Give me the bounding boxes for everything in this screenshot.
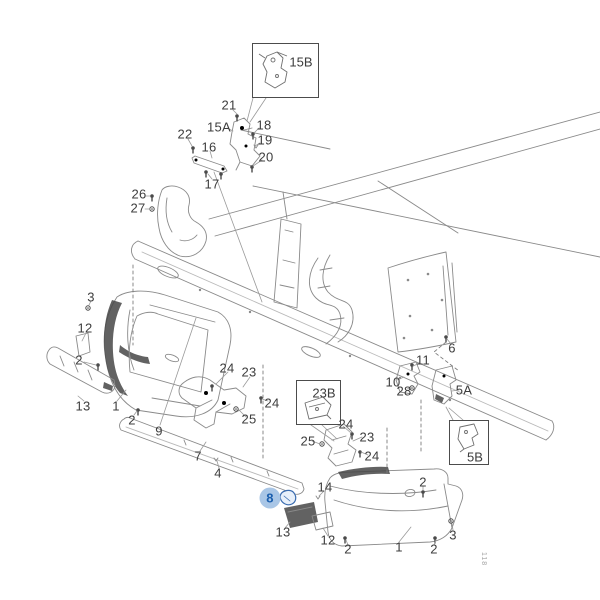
callout-12-left[interactable]: 12	[77, 320, 93, 336]
tow-bracket-center[interactable]	[178, 376, 247, 429]
callout-26[interactable]: 26	[131, 186, 147, 202]
callout-11[interactable]: 11	[415, 352, 431, 368]
bracket-10-11[interactable]	[395, 361, 421, 395]
detail-part-sketch-15B	[258, 51, 288, 89]
callout-12-right[interactable]: 12	[320, 532, 336, 548]
callout-24-d[interactable]: 24	[364, 448, 380, 464]
bracket-15A[interactable]	[229, 117, 261, 171]
right-lamp-trim[interactable]	[284, 502, 334, 531]
callout-23-b[interactable]: 23	[359, 429, 375, 445]
leader-lines	[77, 97, 464, 546]
left-corner-cover[interactable]	[103, 290, 232, 418]
callout-19[interactable]: 19	[257, 132, 273, 148]
bracket-5A[interactable]	[431, 365, 457, 405]
callout-7[interactable]: 7	[194, 448, 202, 464]
callout-13-left[interactable]: 13	[75, 398, 91, 414]
callout-25-b[interactable]: 25	[300, 433, 316, 449]
callout-25-a[interactable]: 25	[241, 411, 257, 427]
callout-2-right[interactable]: 2	[419, 474, 427, 490]
right-corner-cover[interactable]	[324, 466, 464, 547]
callout-9[interactable]: 9	[155, 423, 163, 439]
callout-1-right[interactable]: 1	[395, 539, 403, 555]
detail-box-label: 15B	[289, 54, 313, 70]
callout-4[interactable]: 4	[214, 465, 222, 481]
callout-22[interactable]: 22	[177, 126, 193, 142]
callout-5A[interactable]: 5A	[455, 382, 473, 398]
rear-body-panels	[157, 185, 457, 353]
callout-2-bottom-right[interactable]: 2	[430, 541, 438, 557]
callout-10[interactable]: 10	[385, 374, 401, 390]
backing-panel[interactable]	[128, 311, 209, 393]
callout-3-left[interactable]: 3	[87, 289, 95, 305]
detail-box-23B[interactable]: 23B	[296, 380, 341, 425]
callout-16[interactable]: 16	[201, 139, 217, 155]
callout-8[interactable]: 8	[259, 487, 281, 509]
callout-24-a[interactable]: 24	[219, 360, 235, 376]
support-bar-16[interactable]	[191, 155, 228, 174]
detail-box-label: 5B	[467, 449, 483, 465]
callout-21[interactable]: 21	[221, 97, 237, 113]
detail-part-sketch-5B	[457, 423, 479, 453]
callout-2-left-lower[interactable]: 2	[128, 412, 136, 428]
callout-1-left[interactable]: 1	[112, 398, 120, 414]
left-trim-strip[interactable]	[46, 332, 116, 394]
callout-13-right[interactable]: 13	[275, 524, 291, 540]
callout-28[interactable]: 28	[396, 383, 412, 399]
callout-24-b[interactable]: 24	[264, 395, 280, 411]
dashed-lines	[132, 264, 460, 475]
callout-2-bottom-left[interactable]: 2	[344, 541, 352, 557]
callout-17[interactable]: 17	[204, 176, 220, 192]
callout-3-right[interactable]: 3	[449, 527, 457, 543]
tow-bracket-right[interactable]	[323, 423, 357, 467]
lower-valance-strip[interactable]	[119, 416, 305, 495]
callout-18[interactable]: 18	[256, 117, 272, 133]
detail-box-5B[interactable]: 5B	[449, 420, 489, 465]
callout-6[interactable]: 6	[448, 340, 456, 356]
callout-27[interactable]: 27	[130, 200, 146, 216]
callout-2-left[interactable]: 2	[75, 352, 83, 368]
callout-24-c[interactable]: 24	[338, 416, 354, 432]
detail-box-15B[interactable]: 15B	[252, 43, 319, 98]
detail-part-sketch-23B	[304, 396, 332, 420]
detail-box-label: 23B	[312, 385, 336, 401]
bumper-beam[interactable]	[131, 240, 555, 441]
callout-14[interactable]: 14	[317, 479, 333, 495]
callout-23-a[interactable]: 23	[241, 364, 257, 380]
callout-15A[interactable]: 15A	[206, 119, 232, 135]
callout-20[interactable]: 20	[258, 149, 274, 165]
frame-rails	[208, 111, 600, 336]
diagram-footnote: 118	[480, 552, 487, 567]
part-8-clip[interactable]	[279, 489, 297, 506]
